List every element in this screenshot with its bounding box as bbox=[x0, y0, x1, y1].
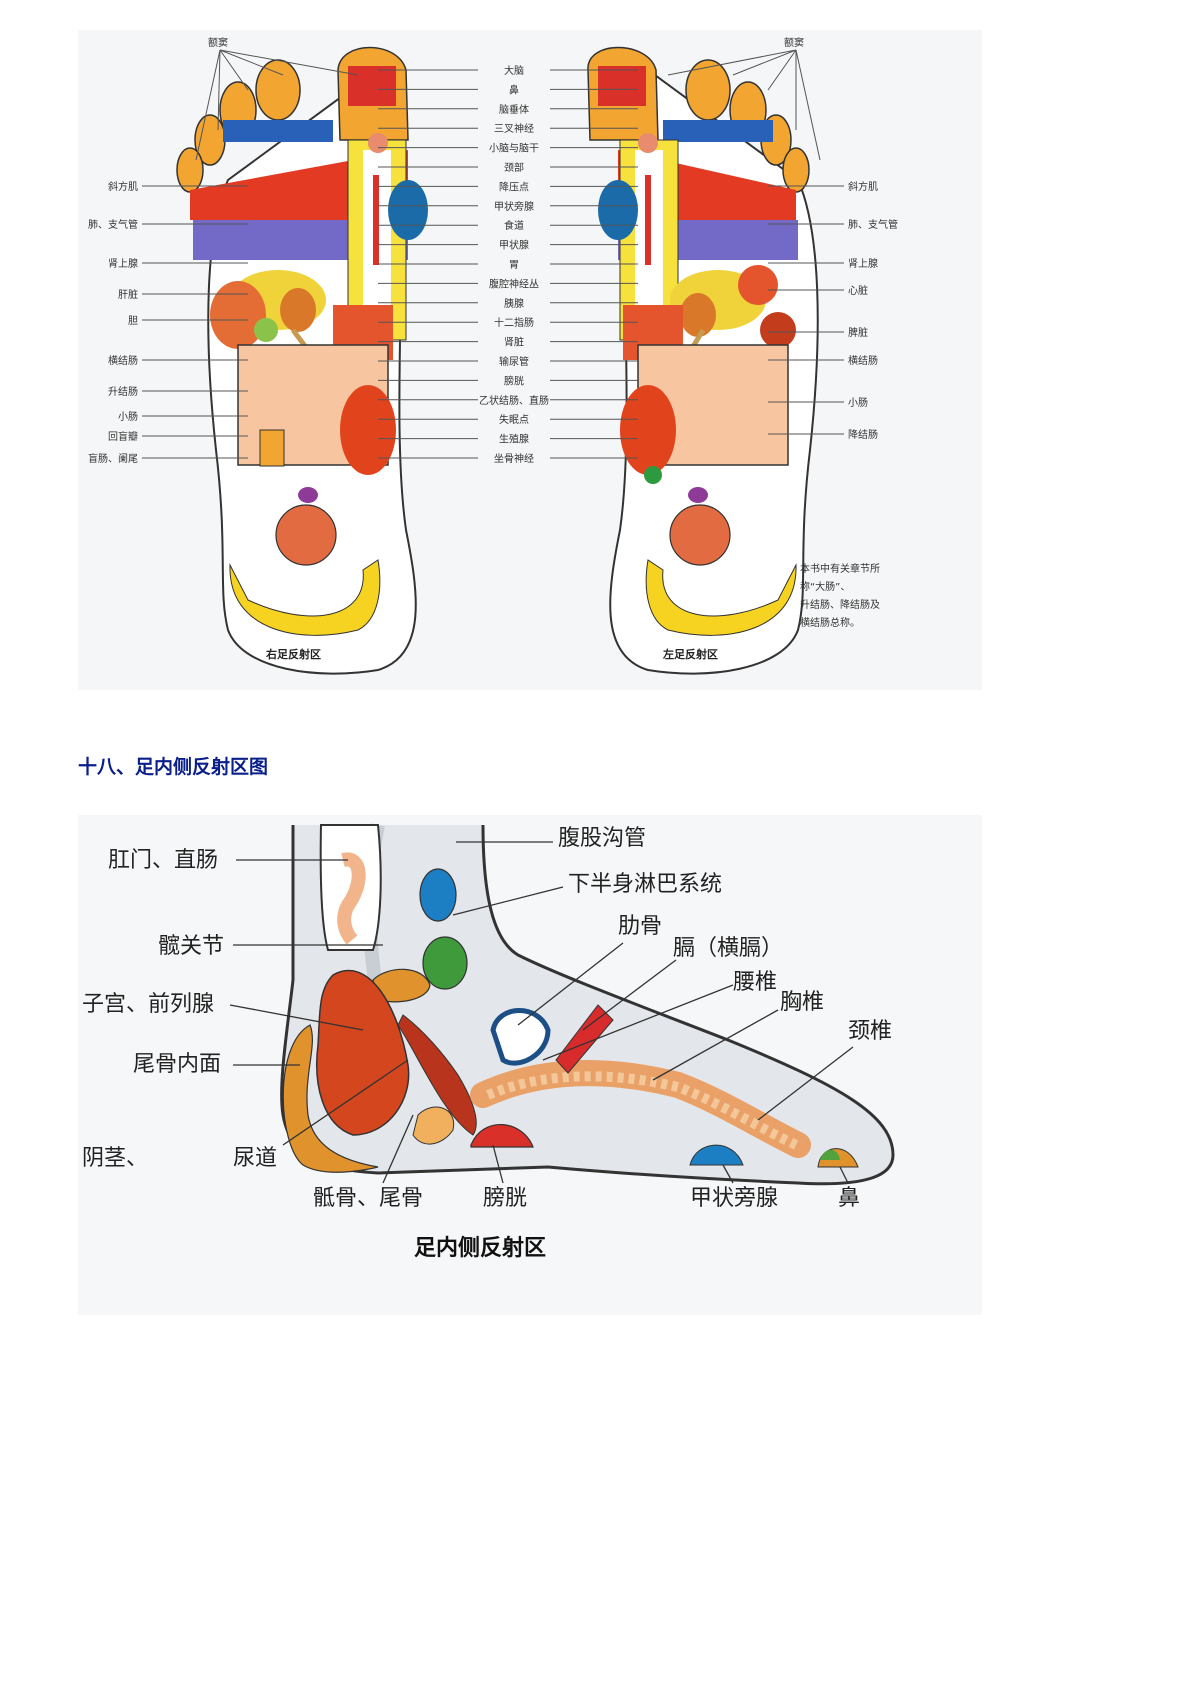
center-label: 甲状旁腺 bbox=[494, 200, 534, 213]
right-side-label: 斜方肌 bbox=[108, 180, 138, 193]
right-side-label: 回盲瓣 bbox=[108, 430, 138, 443]
label-nose: 鼻 bbox=[838, 1186, 860, 1211]
section-heading: 十八、足内侧反射区图 bbox=[78, 756, 269, 778]
label-lower-lymph: 下半身淋巴系统 bbox=[568, 872, 722, 897]
right-foot bbox=[176, 46, 428, 675]
center-label: 十二指肠 bbox=[494, 316, 534, 329]
label-diaphragm: 膈（横膈） bbox=[673, 936, 783, 961]
center-label: 大脑 bbox=[504, 64, 524, 77]
left-side-label: 肾上腺 bbox=[848, 257, 878, 270]
label-hip-joint: 髋关节 bbox=[158, 934, 224, 959]
center-label: 鼻 bbox=[509, 83, 519, 96]
center-label: 甲状腺 bbox=[499, 239, 529, 252]
center-label: 腹腔神经丛 bbox=[489, 277, 539, 290]
left-side-label: 肺、支气管 bbox=[848, 218, 898, 231]
inner-foot bbox=[280, 823, 895, 1186]
center-label: 颈部 bbox=[504, 161, 524, 174]
toe-label-left: 额窦 bbox=[784, 36, 804, 49]
center-label: 降压点 bbox=[499, 180, 529, 193]
center-label: 胰腺 bbox=[504, 297, 524, 310]
center-label: 食道 bbox=[504, 219, 524, 232]
center-label: 膀胱 bbox=[504, 374, 524, 387]
right-side-label: 肾上腺 bbox=[108, 257, 138, 270]
center-label: 胃 bbox=[509, 259, 519, 271]
label-uterus-prostate: 子宫、前列腺 bbox=[82, 992, 214, 1017]
note-line: 横结肠总称。 bbox=[800, 616, 860, 629]
label-lumbar: 腰椎 bbox=[733, 970, 777, 995]
toe-label-right: 额窦 bbox=[208, 36, 228, 49]
left-side-label: 横结肠 bbox=[848, 354, 878, 367]
label-urethra: 尿道 bbox=[233, 1146, 277, 1171]
left-side-label: 小肠 bbox=[848, 397, 868, 409]
label-inguinal: 腹股沟管 bbox=[558, 826, 646, 851]
label-bladder: 膀胱 bbox=[483, 1186, 527, 1211]
note-line: 本书中有关章节所 bbox=[800, 562, 880, 575]
right-side-label: 升结肠 bbox=[108, 385, 138, 398]
left-side-label: 心脏 bbox=[848, 284, 868, 297]
note-line: 升结肠、降结肠及 bbox=[800, 598, 880, 611]
center-label: 输尿管 bbox=[499, 355, 529, 368]
center-label: 坐骨神经 bbox=[494, 452, 534, 465]
center-label: 小脑与脑干 bbox=[489, 142, 539, 155]
right-side-label: 肺、支气管 bbox=[88, 218, 138, 231]
label-coccyx-inner: 尾骨内面 bbox=[133, 1052, 221, 1077]
left-side-label: 脾脏 bbox=[848, 326, 868, 339]
note-block: 本书中有关章节所 称“大肠”、 升结肠、降结肠及 横结肠总称。 bbox=[800, 562, 880, 629]
left-side-label: 斜方肌 bbox=[848, 180, 878, 193]
note-line: 称“大肠”、 bbox=[800, 580, 850, 593]
inner-foot-diagram: 肛门、直肠 髋关节 子宫、前列腺 尾骨内面 阴茎、 尿道 骶骨、尾骨 膀胱 腹股… bbox=[78, 815, 982, 1315]
label-parathyroid: 甲状旁腺 bbox=[690, 1186, 778, 1211]
label-anus-rectum: 肛门、直肠 bbox=[108, 848, 218, 873]
caption-left-foot: 左足反射区 bbox=[662, 647, 718, 661]
right-side-label: 胆 bbox=[128, 315, 138, 327]
left-foot bbox=[587, 46, 819, 675]
label-cervical: 颈椎 bbox=[848, 1019, 892, 1044]
soles-diagram: 额窦 额窦 大脑鼻脑垂体三叉神经小脑与脑干颈部降压点甲状旁腺食道甲状腺胃腹腔神经… bbox=[78, 30, 982, 690]
label-sacrum-coccyx: 骶骨、尾骨 bbox=[313, 1186, 423, 1211]
right-side-label: 肝脏 bbox=[118, 288, 138, 301]
right-side-label: 小肠 bbox=[118, 411, 138, 423]
label-rib: 肋骨 bbox=[618, 914, 662, 939]
center-label: 失眠点 bbox=[499, 413, 529, 426]
center-label: 肾脏 bbox=[504, 336, 524, 349]
right-side-label: 盲肠、阑尾 bbox=[88, 452, 138, 465]
caption-inner-foot: 足内侧反射区 bbox=[414, 1235, 546, 1261]
center-labels: 大脑鼻脑垂体三叉神经小脑与脑干颈部降压点甲状旁腺食道甲状腺胃腹腔神经丛胰腺十二指… bbox=[378, 64, 638, 465]
caption-right-foot: 右足反射区 bbox=[265, 647, 321, 661]
center-label: 三叉神经 bbox=[494, 122, 534, 135]
center-label: 脑垂体 bbox=[499, 103, 529, 116]
center-label: 乙状结肠、直肠 bbox=[479, 394, 549, 407]
left-side-label: 降结肠 bbox=[848, 428, 878, 441]
label-thoracic: 胸椎 bbox=[780, 990, 824, 1015]
label-penis: 阴茎、 bbox=[82, 1146, 148, 1171]
center-label: 生殖腺 bbox=[499, 433, 529, 446]
right-side-label: 横结肠 bbox=[108, 354, 138, 367]
